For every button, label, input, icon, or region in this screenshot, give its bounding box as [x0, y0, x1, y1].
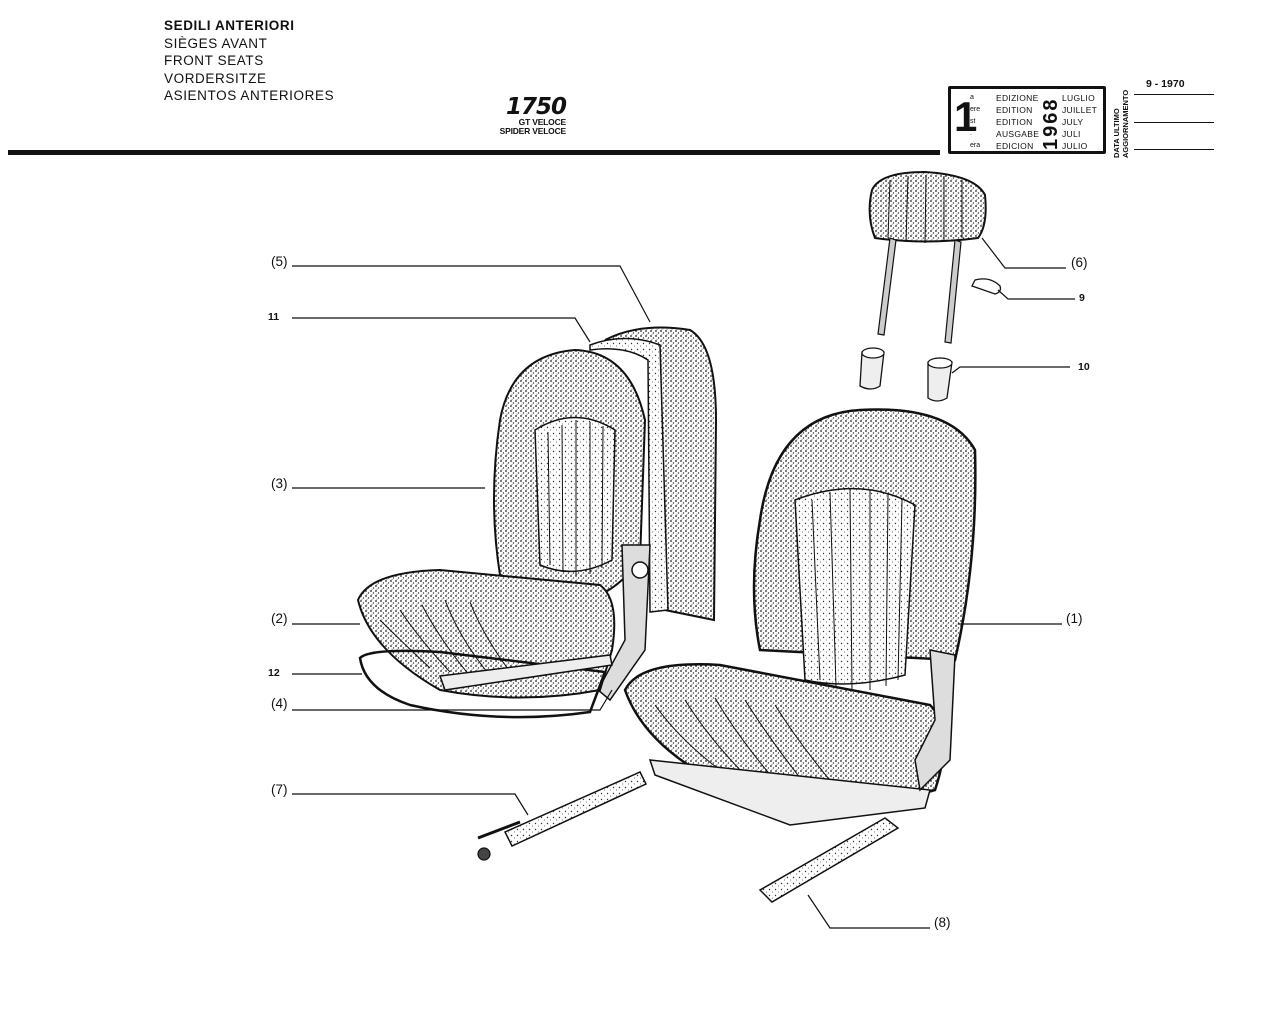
runner-knob: [477, 847, 491, 861]
headrest-post-left: [877, 237, 897, 336]
headrest-retaining-clip: [971, 278, 1002, 295]
left-backrest-pleat-lines: [547, 420, 604, 576]
callout-1: (1): [1066, 611, 1083, 626]
seat-back-frame: [589, 337, 669, 613]
title-english: FRONT SEATS: [164, 53, 264, 68]
edition-word: EDIZIONE: [996, 93, 1039, 103]
title-german: VORDERSITZE: [164, 70, 267, 86]
runner-release-bar: [477, 820, 521, 840]
headrest-pleat-lines: [887, 174, 963, 244]
update-line: [1134, 149, 1214, 150]
title-french: SIÈGES AVANT: [164, 35, 268, 51]
edition-suffix: ere: [970, 106, 981, 113]
model-variant-spider: SPIDER VELOCE: [499, 126, 567, 136]
right-backrest-pleats: [794, 487, 916, 685]
edition-month: JUILLET: [1062, 105, 1098, 115]
left-recline-hinge: [597, 544, 651, 702]
edition-word: EDITION: [996, 105, 1033, 115]
header-rule: [8, 150, 940, 155]
right-backrest-pleat-lines: [811, 487, 903, 691]
multilingual-title: SEDILI ANTERIORI SIÈGES AVANT FRONT SEAT…: [164, 17, 334, 105]
edition-month: JULY: [1062, 117, 1084, 127]
model-number: 1750: [505, 94, 567, 120]
callout-11: 11: [268, 311, 280, 323]
update-line: [1134, 94, 1214, 95]
edition-word: EDICION: [996, 141, 1034, 151]
edition-month: JULI: [1062, 129, 1081, 139]
right-recline-hinge: [914, 649, 956, 792]
callout-9: 9: [1079, 292, 1085, 304]
callout-3: (3): [271, 476, 288, 491]
title-italian: SEDILI ANTERIORI: [164, 18, 295, 33]
model-variant-gt: GT VELOCE: [518, 117, 567, 127]
edition-months: LUGLIO JUILLET JULY JULI JULIO: [1062, 92, 1097, 152]
edition-suffix: st: [970, 118, 976, 125]
seat-spring-wire: [358, 649, 607, 719]
callout-8: (8): [934, 915, 951, 930]
callout-4: (4): [271, 696, 288, 711]
edition-suffix: a: [970, 94, 974, 101]
callout-10: 10: [1078, 361, 1090, 373]
seat-runner-adjustable: [503, 771, 648, 847]
edition-words: EDIZIONE EDITION EDITION AUSGABE EDICION: [996, 92, 1039, 152]
edition-suffix: .: [970, 130, 972, 137]
headrest-post-right: [944, 239, 962, 344]
right-seat-base: [648, 759, 931, 826]
title-spanish: ASIENTOS ANTERIORES: [164, 88, 335, 103]
seat-runner-fixed: [758, 817, 900, 903]
edition-box: [948, 86, 1106, 154]
edition-word: EDITION: [996, 117, 1033, 127]
left-seat-base-rail: [438, 654, 613, 691]
callout-12: 12: [268, 667, 280, 679]
callout-5: (5): [271, 254, 288, 269]
edition-suffix: era: [970, 142, 981, 149]
leader-lines: [292, 237, 1075, 929]
edition-number: 1: [954, 93, 978, 140]
edition-month: LUGLIO: [1062, 93, 1095, 103]
last-update-date: 9 - 1970: [1146, 78, 1185, 90]
edition-word: AUSGABE: [996, 129, 1040, 139]
update-line: [1134, 122, 1214, 123]
left-backrest-pleats: [534, 416, 616, 573]
model-logo: 1750 GT VELOCE SPIDER VELOCE: [486, 94, 567, 136]
callout-7: (7): [271, 782, 288, 797]
edition-month: JULIO: [1062, 141, 1088, 151]
callout-6: (6): [1071, 255, 1088, 270]
callout-2: (2): [271, 611, 288, 626]
headrest-pad: [868, 170, 987, 243]
